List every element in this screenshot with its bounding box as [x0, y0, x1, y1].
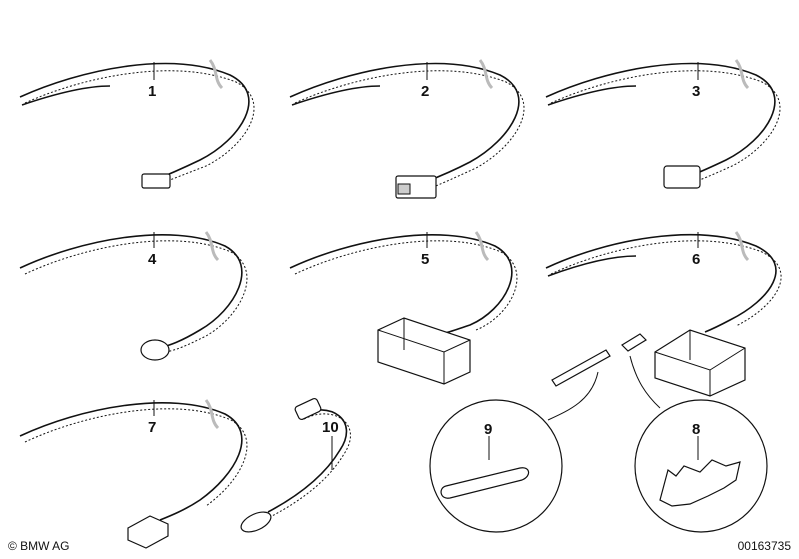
part-label-1: 1 [148, 83, 156, 100]
part-7-harness: 7 [19, 399, 248, 549]
part-9-tube-small [551, 349, 611, 387]
part-label-9: 9 [484, 421, 492, 438]
part-10-adapter-cable: 10 [240, 397, 351, 533]
part-label-8: 8 [692, 421, 700, 438]
part-label-4: 4 [148, 251, 157, 268]
part-label-5: 5 [421, 251, 429, 268]
part-label-3: 3 [692, 83, 700, 100]
part-2-harness: 2 [289, 59, 525, 199]
detail-circle-9: 9 [429, 371, 599, 533]
part-label-2: 2 [421, 83, 429, 100]
part-5-harness: 5 [289, 231, 518, 385]
part-3-harness: 3 [545, 59, 781, 189]
drawing-number: 00163735 [737, 539, 791, 553]
part-label-10: 10 [322, 419, 339, 436]
part-8-terminal-small [621, 333, 647, 352]
detail-circle-8: 8 [629, 355, 768, 533]
part-label-6: 6 [692, 251, 700, 268]
part-6-harness: 6 [545, 231, 782, 397]
copyright-text: © BMW AG [8, 539, 70, 553]
part-label-7: 7 [148, 419, 156, 436]
part-1-harness: 1 [19, 59, 255, 189]
part-4-harness: 4 [19, 231, 248, 361]
